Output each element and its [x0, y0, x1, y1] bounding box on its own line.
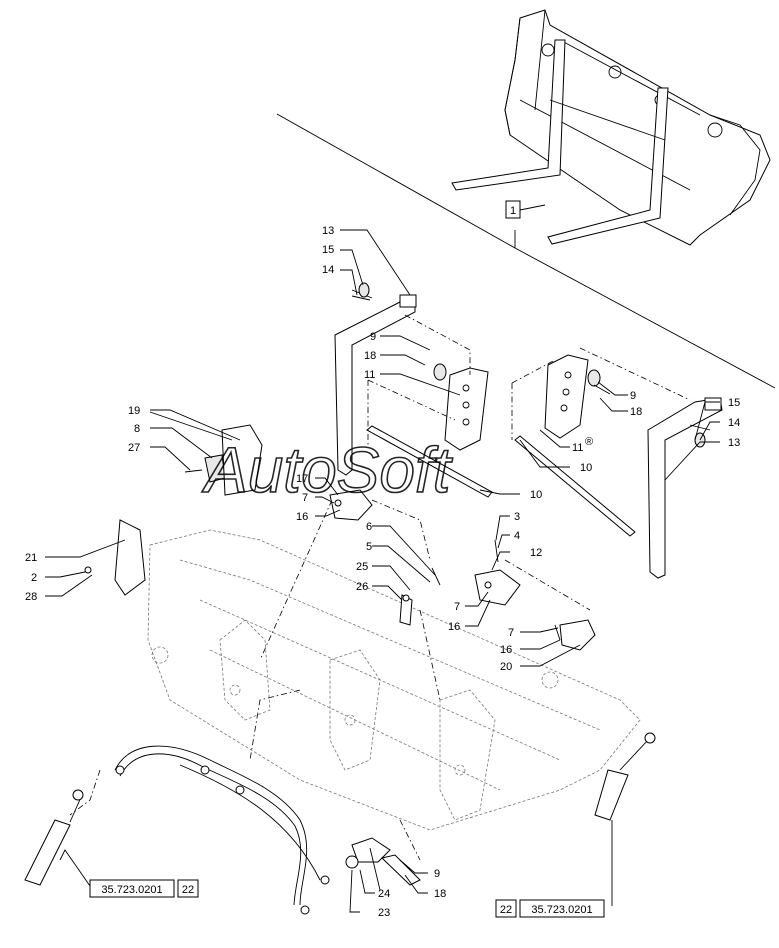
- callout-17: 17: [296, 473, 308, 485]
- separator-lines: [276, 113, 776, 389]
- leader-lines: [45, 204, 720, 913]
- small-parts: [84, 424, 596, 891]
- callout-20: 20: [500, 661, 512, 673]
- callout-9-bottom: 9: [434, 868, 440, 880]
- callout-21: 21: [25, 552, 37, 564]
- callout-6: 6: [366, 521, 372, 533]
- callout-2: 2: [31, 572, 37, 584]
- reference-right-page: 22: [500, 904, 512, 916]
- callout-16-left: 16: [296, 511, 308, 523]
- callout-16-right: 16: [500, 644, 512, 656]
- callout-15-left: 15: [322, 244, 334, 256]
- hydraulic-hoses: [114, 745, 330, 915]
- callout-9-right: 9: [630, 390, 636, 402]
- loader-bucket: [147, 529, 641, 831]
- callout-16-mid: 16: [448, 621, 460, 633]
- reference-right-code: 35.723.0201: [531, 904, 592, 916]
- callout-24: 24: [378, 888, 390, 900]
- left-fork-assembly: [334, 282, 417, 476]
- callout-13-right: 13: [728, 437, 740, 449]
- assembled-bucket-with-forks: [451, 9, 771, 246]
- callout-9-left: 9: [370, 331, 376, 343]
- reference-left-code: 35.723.0201: [101, 884, 162, 896]
- callout-10-left: 10: [530, 489, 542, 501]
- callout-28: 28: [25, 591, 37, 603]
- right-fork-assembly: [647, 397, 723, 579]
- callout-18-right: 18: [630, 406, 642, 418]
- callout-7-left: 7: [302, 492, 308, 504]
- reference-left-page: 22: [182, 884, 194, 896]
- callout-13-left: 13: [322, 225, 334, 237]
- left-cylinder: [24, 789, 84, 886]
- callout-18-left: 18: [364, 350, 376, 362]
- reference-right[interactable]: 22 35.723.0201: [495, 899, 605, 918]
- callout-27: 27: [128, 442, 140, 454]
- callout-19: 19: [128, 405, 140, 417]
- callout-18-bottom: 18: [434, 888, 446, 900]
- watermark-text: AutoSoft: [201, 434, 453, 506]
- callout-23: 23: [378, 907, 390, 919]
- callout-14-right: 14: [728, 417, 740, 429]
- assembly-guides: [69, 314, 691, 861]
- callout-10-right: 10: [580, 462, 592, 474]
- callout-labels: 1 13 15 14 9 18 11 9 18 15 14 13 11 10 1…: [25, 200, 740, 919]
- callout-14-left: 14: [322, 264, 334, 276]
- callout-12: 12: [530, 547, 542, 559]
- callout-15-right: 15: [728, 397, 740, 409]
- fork-brackets: [433, 354, 611, 451]
- reference-left[interactable]: 35.723.0201 22: [89, 879, 199, 898]
- callout-26: 26: [356, 581, 368, 593]
- callout-8: 8: [134, 423, 140, 435]
- callout-1: 1: [510, 205, 516, 217]
- watermark-registered: ®: [585, 436, 593, 448]
- callout-25: 25: [356, 561, 368, 573]
- callout-3: 3: [514, 511, 520, 523]
- callout-5: 5: [366, 541, 372, 553]
- callout-11-left: 11: [364, 369, 375, 381]
- callout-box-1: [505, 200, 521, 219]
- right-cylinder: [594, 732, 656, 821]
- callout-7-mid: 7: [454, 601, 460, 613]
- callout-11-right: 11: [572, 442, 583, 454]
- watermark: AutoSoft ®: [200, 433, 593, 507]
- callout-7-right: 7: [508, 627, 514, 639]
- callout-4: 4: [514, 530, 520, 542]
